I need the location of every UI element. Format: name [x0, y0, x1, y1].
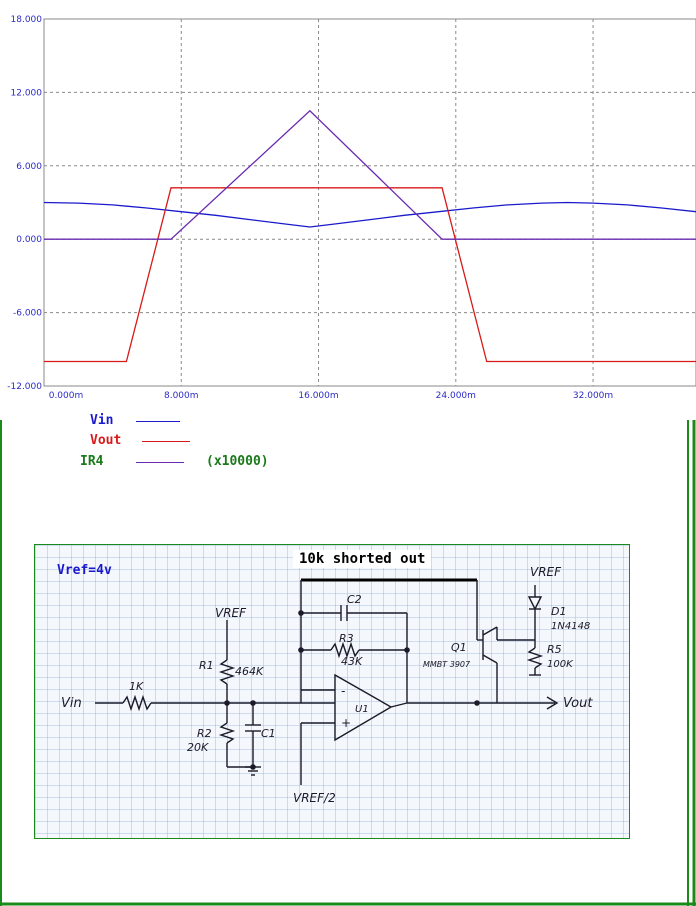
x-tick-label: 8.000m: [164, 391, 199, 401]
label-r2-value: 20K: [187, 741, 209, 754]
label-opamp-plus: +: [341, 716, 351, 730]
x-tick-label: 0.000m: [49, 391, 84, 401]
label-vref-half: VREF/2: [293, 791, 336, 805]
label-r5: R5: [547, 643, 562, 656]
label-c1: C1: [261, 727, 276, 740]
label-d1: D1: [551, 605, 566, 618]
shorted-note: 10k shorted out: [293, 550, 432, 568]
label-r5-value: 100K: [547, 659, 574, 670]
graph-paper: [35, 545, 629, 838]
legend-note-ir4-scale: (x10000): [206, 454, 269, 469]
circuit-wires: [95, 580, 559, 785]
label-r-input: 1K: [129, 680, 144, 693]
label-q1-part: MMBT 3907: [423, 660, 471, 669]
legend-label-vout: Vout: [90, 433, 122, 448]
legend-swatch-vin: [136, 421, 180, 422]
tick-labels: 18.000 12.000 6.000 0.000 -6.000 -12.000 0.000…: [7, 15, 613, 401]
y-tick-label: -12.000: [7, 382, 42, 392]
vref-note: Vref=4v: [57, 563, 112, 578]
y-tick-label: -6.000: [13, 309, 42, 319]
label-c2: C2: [347, 593, 362, 606]
y-tick-label: 18.000: [11, 15, 43, 25]
legend-label-vin: Vin: [90, 413, 114, 428]
label-r1: R1: [199, 659, 214, 672]
x-tick-label: 24.000m: [436, 391, 476, 401]
label-opamp-minus: -: [341, 684, 345, 698]
y-tick-label: 0.000: [16, 235, 42, 245]
schematic-drawing: VREF VREF VREF/2 Vin Vout 1K R1 464K R2 …: [35, 545, 629, 838]
x-tick-label: 16.000m: [298, 391, 338, 401]
legend-label-ir4: IR4: [80, 454, 104, 469]
legend-swatch-ir4: [136, 462, 184, 463]
label-vref-mid: VREF: [215, 606, 247, 620]
label-r1-value: 464K: [235, 665, 264, 678]
label-r2: R2: [197, 727, 212, 740]
chart: 18.000 12.000 6.000 0.000 -6.000 -12.000 0.000…: [0, 0, 696, 420]
legend-swatch-vout: [142, 441, 190, 442]
label-u1: U1: [355, 704, 369, 715]
label-r3-value: 43K: [341, 655, 363, 668]
y-tick-label: 6.000: [16, 162, 42, 172]
series-layer: [43, 109, 696, 363]
label-r3: R3: [339, 632, 354, 645]
label-d1-part: 1N4148: [551, 621, 590, 632]
circuit-nodes: [224, 610, 480, 770]
series-line-ir4: [44, 109, 696, 240]
label-vref-top: VREF: [530, 565, 562, 579]
label-q1: Q1: [451, 641, 467, 654]
label-vout: Vout: [563, 696, 593, 711]
y-tick-label: 12.000: [11, 88, 43, 98]
label-vin: Vin: [61, 696, 82, 711]
x-tick-label: 32.000m: [573, 391, 613, 401]
series-line-vout: [44, 187, 696, 363]
series-line-vin: [43, 201, 696, 228]
schematic-photo: VREF VREF VREF/2 Vin Vout 1K R1 464K R2 …: [34, 544, 630, 839]
